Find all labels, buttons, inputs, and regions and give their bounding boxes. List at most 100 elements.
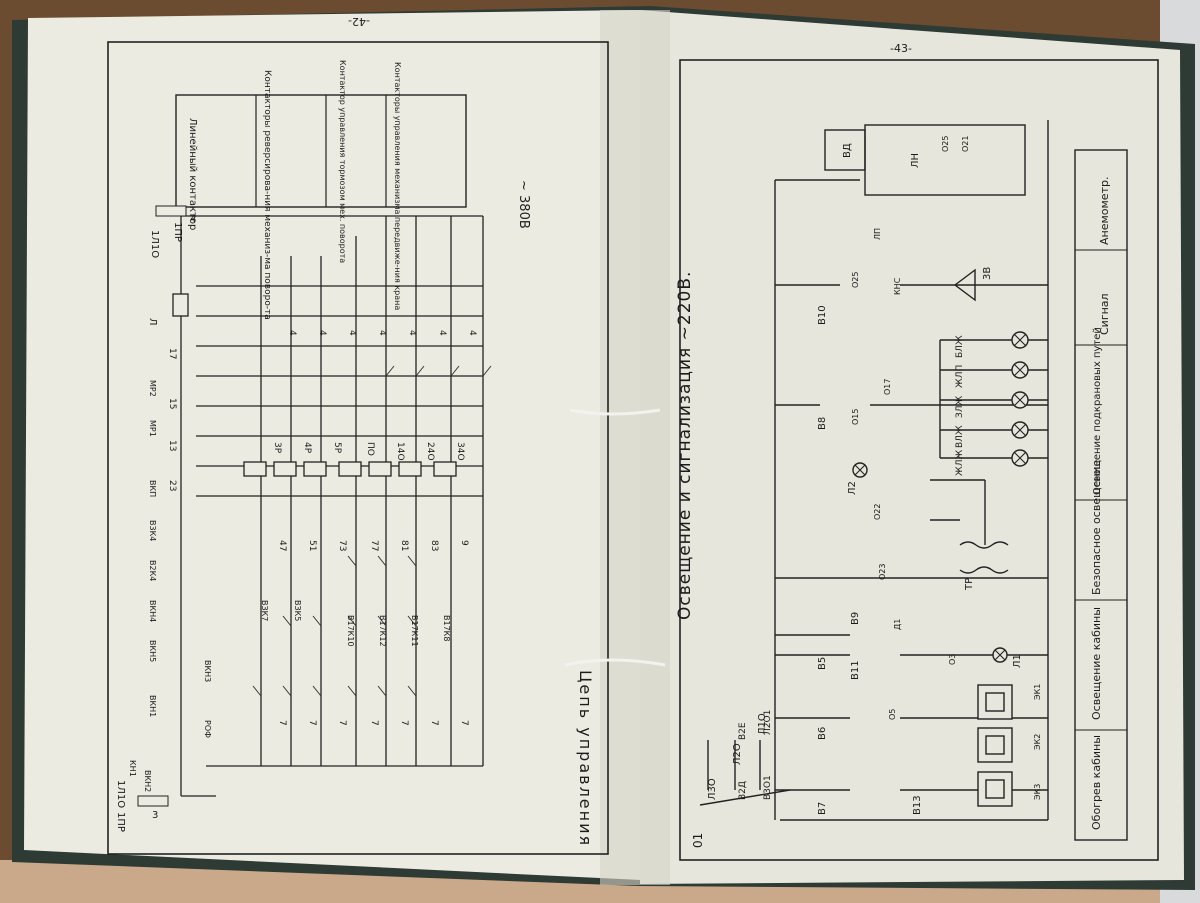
wire-label: О17 bbox=[883, 379, 892, 395]
fuse-bottom bbox=[137, 795, 169, 807]
bus-labels: Л3О Л2О Л1О 01 bbox=[691, 713, 768, 848]
contact-label: В17К8 bbox=[442, 615, 451, 641]
wire-label: 47 bbox=[277, 540, 287, 551]
table-cell: Сигнал bbox=[1098, 293, 1111, 335]
wire-label: ЭК1 bbox=[1033, 684, 1042, 700]
table-cell: Безопасное освещение bbox=[1090, 459, 1103, 595]
left-wiring bbox=[180, 215, 484, 797]
coil-label: 14О bbox=[395, 442, 405, 461]
contact-label: ВКН4 bbox=[148, 600, 157, 622]
wire-label: 4 bbox=[407, 330, 417, 336]
lamp-labels: БЛЖ ЖЛП ЗЛЖ ВЛЖ ЖЛЖ bbox=[955, 335, 965, 476]
lamp-crosses bbox=[854, 333, 1027, 661]
legend-entry: Контактор управления тормозом мех. повор… bbox=[338, 60, 347, 263]
bottom-table-cells: Обогрев кабины Освещение кабины Безопасн… bbox=[1090, 177, 1111, 830]
legend-entry: Контакторы управления механизма передвиж… bbox=[393, 62, 402, 310]
bus-label: Л3О bbox=[707, 778, 718, 800]
wire-label: 7 bbox=[459, 720, 469, 726]
legend-entry: Контакторы реверсирова-ния механиз-ма по… bbox=[262, 70, 272, 320]
binding-string bbox=[564, 408, 666, 667]
wire-label: 17 bbox=[167, 348, 177, 359]
wire-label: 83 bbox=[429, 540, 439, 551]
lighting-title: Освещение и сигнализация ~220В. bbox=[675, 271, 695, 620]
wire-label: ЛП bbox=[873, 228, 882, 240]
wire-label: 4 bbox=[347, 330, 357, 336]
component-label: ВД bbox=[842, 143, 853, 158]
contact-label: В17К10 bbox=[346, 615, 355, 647]
corner-label: 01 bbox=[691, 833, 705, 848]
component-label: В9 bbox=[850, 612, 861, 625]
component-label: Л2 bbox=[847, 481, 858, 495]
coil-group bbox=[172, 293, 457, 477]
coil-label: 24О bbox=[425, 442, 435, 461]
wire-label: 9 bbox=[459, 540, 469, 546]
coil-label: 5Р bbox=[332, 442, 342, 454]
legend-entry: Линейный контактор bbox=[187, 118, 198, 230]
contact-labels: КН1 ВКН2 ВКН1 ВКН5 ВКН4 В2К4 В3К4 РОФ ВК… bbox=[128, 380, 451, 792]
contact-label: В17К11 bbox=[410, 615, 419, 647]
wire-label: Д1 bbox=[893, 619, 902, 630]
right-frame bbox=[679, 59, 1159, 861]
contact-label: РОФ bbox=[203, 720, 212, 738]
contact-label: В2К4 bbox=[148, 560, 157, 581]
wire-label: ЭК3 bbox=[1033, 784, 1042, 800]
lamp-label: ЖЛП bbox=[955, 365, 965, 388]
coil-label: 34О bbox=[455, 442, 465, 461]
left-frame bbox=[107, 41, 609, 855]
contact-strokes bbox=[252, 365, 492, 697]
wire-label: 4 bbox=[437, 330, 447, 336]
circuit-title: Цепь управления bbox=[576, 670, 595, 847]
node-label-top: 4 bbox=[190, 214, 196, 225]
breaker-label: В2Д bbox=[738, 781, 748, 800]
component-label: В8 bbox=[817, 417, 828, 430]
wire-label: О23 bbox=[878, 564, 887, 580]
lamp-label: ЗЛЖ bbox=[955, 395, 965, 418]
wire-label: КНС bbox=[893, 277, 902, 295]
supply-label-bottom: 1Л1О bbox=[115, 780, 126, 808]
right-component-labels: ВД ЛН 3В ТР Л2 Л1 В10 В8 В9 В5 В11 В6 В7… bbox=[817, 143, 1023, 815]
left-page bbox=[24, 10, 640, 880]
wire-label: 7 bbox=[429, 720, 439, 726]
legend-entries: Линейный контактор Контакторы реверсиров… bbox=[187, 60, 402, 320]
wire-label: О15 bbox=[851, 409, 860, 425]
wire-labels: 17 15 13 23 47 51 73 77 81 83 9 7 7 7 7 … bbox=[167, 330, 477, 726]
lamp-label: БЛЖ bbox=[955, 335, 965, 358]
wire-label: 7 bbox=[399, 720, 409, 726]
table-cell: Освещение кабины bbox=[1090, 607, 1103, 720]
contact-label: ВЗК7 bbox=[260, 600, 269, 621]
wire-label: О22 bbox=[873, 504, 882, 520]
bus-label: Л2О bbox=[732, 743, 743, 765]
contact-label: КН1 bbox=[128, 760, 137, 777]
component-label: В6 bbox=[817, 727, 828, 740]
contact-label: В3К4 bbox=[148, 520, 157, 541]
component-label: ТР bbox=[964, 578, 975, 591]
bottom-table bbox=[1074, 149, 1128, 841]
contact-label: МР1 bbox=[148, 420, 157, 437]
gutter-shadow bbox=[600, 10, 670, 885]
wire-label: ЭК2 bbox=[1033, 734, 1042, 750]
legend-table bbox=[175, 94, 467, 208]
supply-label-top: 1Л1О bbox=[149, 230, 160, 258]
wire-label: 13 bbox=[167, 440, 177, 451]
bus-label: Л1О bbox=[757, 713, 768, 735]
wire-label: 4 bbox=[467, 330, 477, 336]
contact-label: В17К12 bbox=[378, 615, 387, 647]
coil-labels: Л 3Р 4Р 5Р ПО 14О 24О 34О bbox=[147, 318, 465, 461]
coil-label: ПО bbox=[365, 442, 375, 456]
wire-label: 7 bbox=[337, 720, 347, 726]
wire-label: 7 bbox=[277, 720, 287, 726]
contact-label: МР2 bbox=[148, 380, 157, 397]
right-page-number: -43- bbox=[890, 42, 912, 55]
wire-label: 15 bbox=[167, 398, 177, 409]
contact-label: ВЗК5 bbox=[293, 600, 302, 621]
contact-label: ВКП bbox=[148, 480, 157, 497]
wire-label: О21 bbox=[961, 136, 970, 152]
voltage-label: ~ 380В bbox=[516, 180, 531, 229]
left-page-number: -42- bbox=[348, 15, 370, 28]
breaker-labels: В2Е В2Д В3О1 Л2О1 bbox=[738, 710, 773, 800]
component-label: В11 bbox=[850, 660, 861, 680]
wire-label: 23 bbox=[167, 480, 177, 491]
left-diagram bbox=[137, 94, 492, 807]
component-label: В5 bbox=[817, 657, 828, 670]
